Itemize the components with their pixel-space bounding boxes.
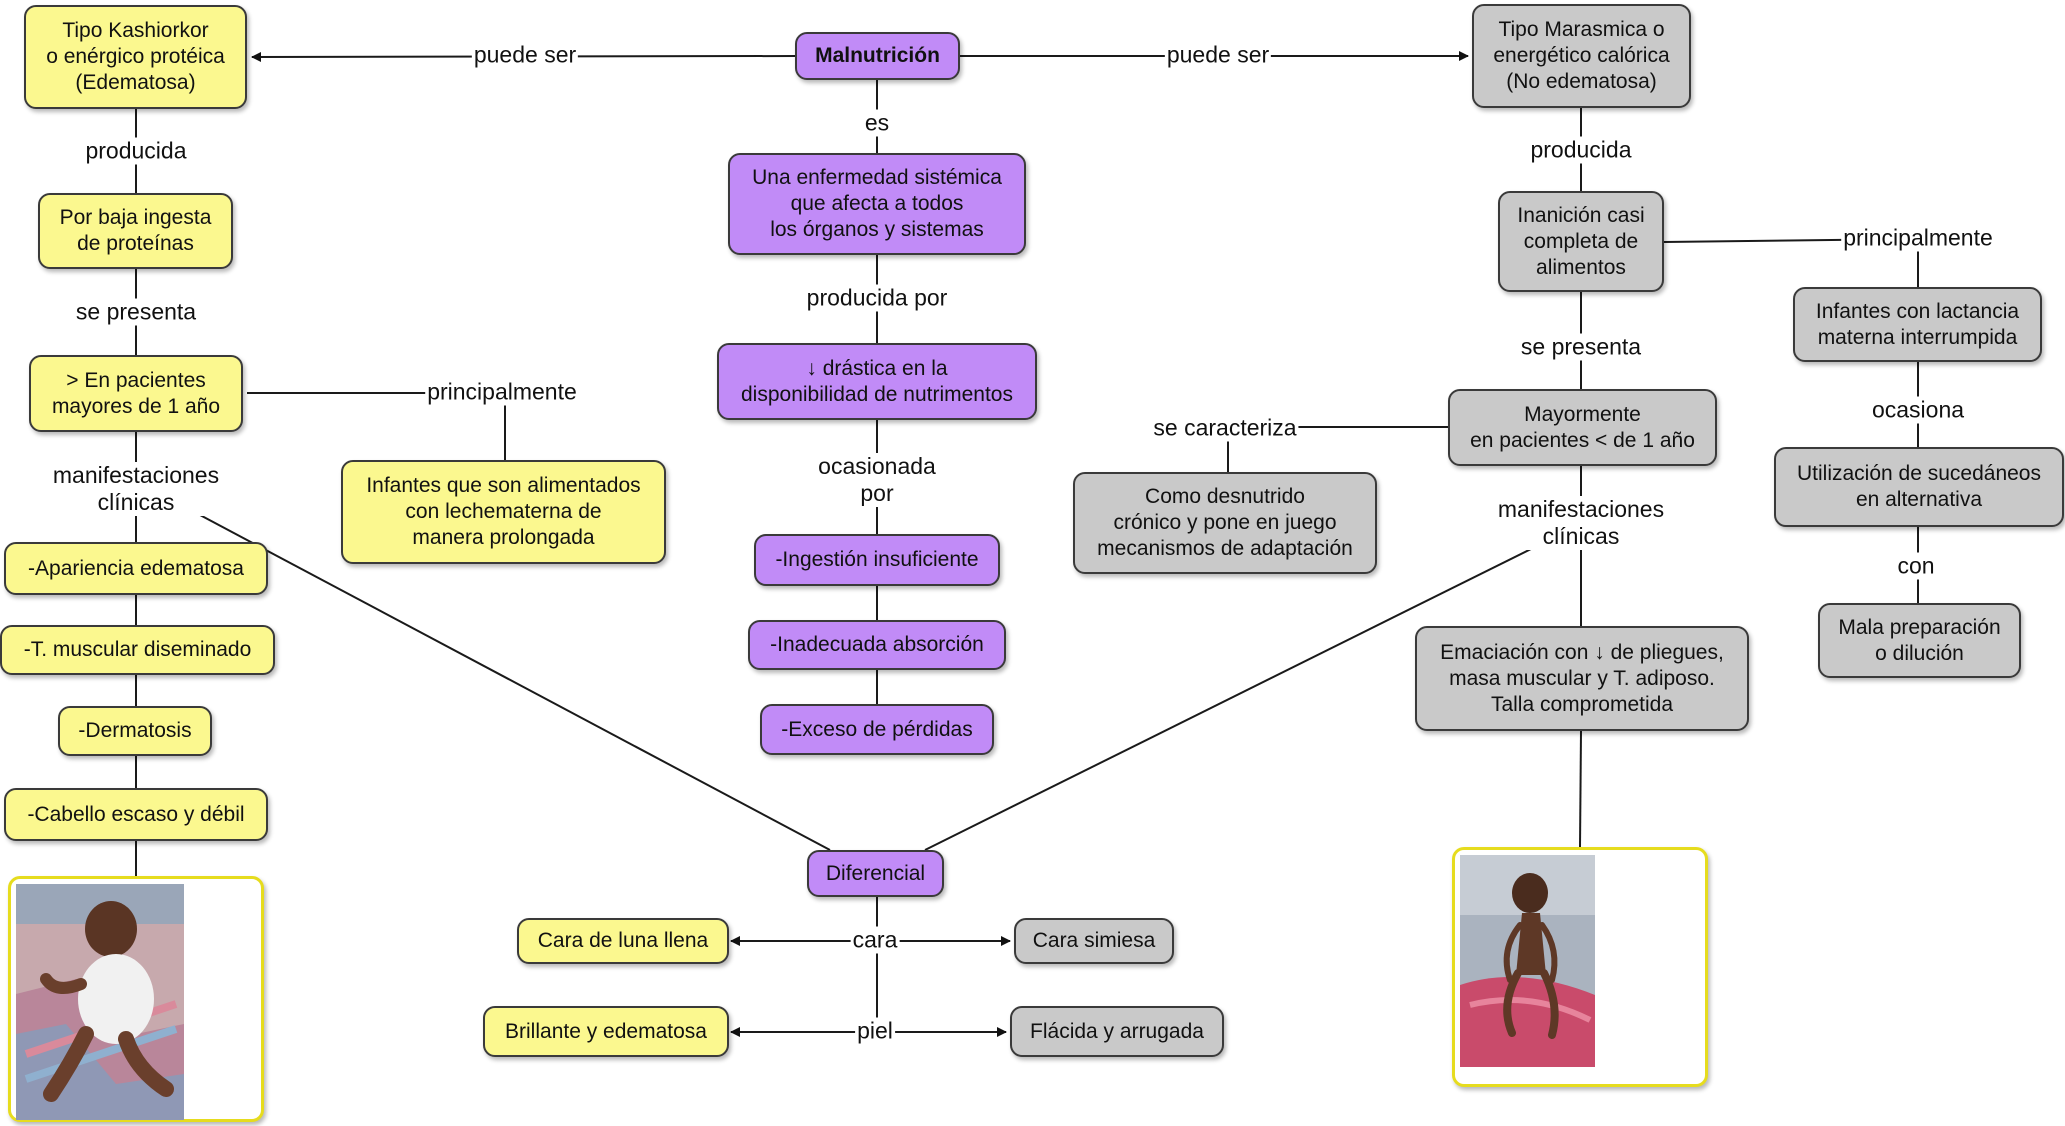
node-baja-ingesta-proteinas[interactable]: Por baja ingesta de proteínas (38, 193, 233, 269)
node-cara-luna-llena[interactable]: Cara de luna llena (517, 918, 729, 964)
link-label-manifestaciones-left: manifestaciones clínicas (50, 462, 222, 516)
node-exceso-perdidas[interactable]: -Exceso de pérdidas (760, 704, 994, 755)
marasmo-child-photo (1460, 855, 1595, 1067)
link-label-manifestaciones-right: manifestaciones clínicas (1495, 496, 1667, 550)
link-label-es: es (862, 109, 892, 137)
node-enfermedad-sistemica[interactable]: Una enfermedad sistémica que afecta a to… (728, 153, 1026, 255)
node-desnutrido-cronico[interactable]: Como desnutrido crónico y pone en juego … (1073, 472, 1377, 574)
link-label-se-presenta-left: se presenta (73, 298, 199, 326)
node-marasmo[interactable]: Tipo Marasmica o energético calórica (No… (1472, 4, 1691, 108)
node-mala-preparacion[interactable]: Mala preparación o dilución (1818, 603, 2021, 678)
node-tejido-muscular[interactable]: -T. muscular diseminado (0, 625, 275, 675)
node-inanicion[interactable]: Inanición casi completa de alimentos (1498, 191, 1664, 292)
link-label-se-caracteriza: se caracteriza (1151, 414, 1299, 442)
node-infantes-lactancia[interactable]: Infantes con lactancia materna interrump… (1793, 287, 2042, 362)
node-mayores-1-ano[interactable]: > En pacientes mayores de 1 año (29, 355, 243, 432)
link-label-cara: cara (850, 926, 900, 954)
node-cara-simiesa[interactable]: Cara simiesa (1014, 918, 1174, 964)
node-brillante-edematosa[interactable]: Brillante y edematosa (483, 1006, 729, 1057)
node-emaciacion[interactable]: Emaciación con ↓ de pliegues, masa muscu… (1415, 626, 1749, 731)
node-malnutricion[interactable]: Malnutrición (795, 32, 960, 80)
link-label-producida-por: producida por (804, 284, 950, 312)
node-infantes-lechematerna[interactable]: Infantes que son alimentados con lechema… (341, 460, 666, 564)
node-menores-1-ano[interactable]: Mayormente en pacientes < de 1 año (1448, 389, 1717, 466)
link-label-ocasionada-por: ocasionada por (816, 453, 938, 507)
link-label-principalmente-left: principalmente (425, 378, 579, 406)
link-label-producida-right: producida (1528, 136, 1634, 164)
link-label-con: con (1895, 552, 1937, 580)
link-label-se-presenta-right: se presenta (1518, 333, 1644, 361)
node-dermatosis[interactable]: -Dermatosis (58, 706, 212, 756)
node-inadecuada-absorcion[interactable]: -Inadecuada absorción (748, 620, 1006, 670)
link-label-puede-ser-left: puede ser (471, 41, 579, 69)
node-ingestion-insuficiente[interactable]: -Ingestión insuficiente (754, 534, 1000, 586)
node-kwashiorkor[interactable]: Tipo Kashiorkor o enérgico protéica (Ede… (24, 5, 247, 109)
link-label-piel: piel (855, 1017, 895, 1045)
node-utilizacion-sucedaneos[interactable]: Utilización de sucedáneos en alternativa (1774, 447, 2064, 527)
node-apariencia-edematosa[interactable]: -Apariencia edematosa (4, 542, 268, 595)
link-label-ocasiona: ocasiona (1869, 396, 1967, 424)
link-label-puede-ser-right: puede ser (1164, 41, 1272, 69)
node-diferencial[interactable]: Diferencial (807, 850, 944, 897)
kwashiorkor-child-photo (16, 884, 184, 1120)
node-cabello-escaso[interactable]: -Cabello escaso y débil (4, 788, 268, 841)
node-drastica-disponibilidad[interactable]: ↓ drástica en la disponibilidad de nutri… (717, 343, 1037, 420)
node-flacida-arrugada[interactable]: Flácida y arrugada (1010, 1006, 1224, 1057)
link-label-producida-left: producida (83, 137, 189, 165)
link-label-principalmente-right: principalmente (1841, 224, 1995, 252)
